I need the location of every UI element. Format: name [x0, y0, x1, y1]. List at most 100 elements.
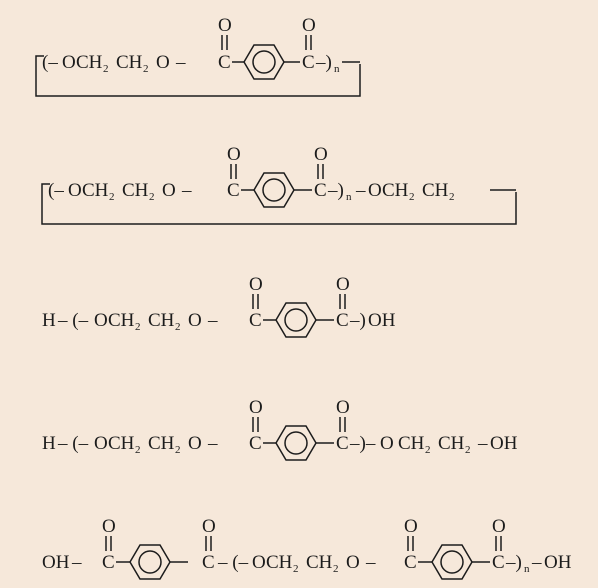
hydroxyl-group: OH — [368, 310, 396, 331]
atom-hydrogen: H — [42, 310, 56, 331]
ch2-group: CH — [76, 52, 103, 73]
subscript-2: 2 — [143, 63, 149, 75]
atom-oxygen: O — [188, 310, 202, 331]
carbonyl-oxygen: O — [302, 15, 316, 36]
carbonyl-carbon: C — [492, 552, 505, 573]
dash: – — [531, 552, 542, 573]
ch2-group: CH — [266, 552, 293, 573]
dash-paren: –)– — [349, 433, 376, 454]
ch2-group: CH — [122, 180, 149, 201]
subscript-2: 2 — [293, 563, 299, 575]
dash: – — [207, 433, 218, 454]
repeat-n: n — [524, 563, 530, 575]
atom-oxygen: O — [162, 180, 176, 201]
dash-paren: –) — [349, 310, 366, 331]
carbonyl-oxygen: O — [404, 516, 418, 537]
repeat-n: n — [334, 63, 340, 75]
ch2-group: CH — [382, 180, 409, 201]
carbonyl-oxygen: O — [249, 397, 263, 418]
dash: (– — [48, 180, 64, 201]
atom-oxygen: O — [68, 180, 82, 201]
carbonyl-oxygen: O — [336, 397, 350, 418]
atom-oxygen: O — [380, 433, 394, 454]
benzene-ring-icon — [253, 172, 295, 208]
dash: – — [175, 52, 186, 73]
dash: (– — [42, 52, 58, 73]
bracket-left — [41, 183, 50, 192]
dash: – — [71, 552, 82, 573]
atom-oxygen: O — [156, 52, 170, 73]
subscript-2: 2 — [425, 444, 431, 456]
structure-linear-h-oh: H – (– O CH 2 CH 2 O – O C O C –) OH — [42, 274, 396, 338]
carbonyl-oxygen: O — [492, 516, 506, 537]
dash-paren: – (– — [217, 552, 249, 573]
atom-hydrogen: H — [42, 433, 56, 454]
carbonyl-carbon: C — [202, 552, 215, 573]
dash-paren: –) — [315, 52, 332, 73]
carbonyl-carbon: C — [102, 552, 115, 573]
benzene-ring-icon — [243, 44, 285, 80]
carbonyl-oxygen: O — [227, 144, 241, 165]
dash-paren: – (– — [57, 310, 89, 331]
carbonyl-carbon: C — [249, 433, 262, 454]
ch2-group: CH — [398, 433, 425, 454]
dash: – — [207, 310, 218, 331]
hydroxyl-group: OH — [490, 433, 518, 454]
atom-oxygen: O — [188, 433, 202, 454]
ch2-group: CH — [438, 433, 465, 454]
hydroxyl-group: OH — [42, 552, 70, 573]
carbonyl-oxygen: O — [314, 144, 328, 165]
carbonyl-oxygen: O — [249, 274, 263, 295]
carbonyl-carbon: C — [227, 180, 240, 201]
ch2-group: CH — [108, 310, 135, 331]
ch2-group: CH — [116, 52, 143, 73]
ch2-group: CH — [148, 433, 175, 454]
benzene-ring-icon — [275, 425, 317, 461]
subscript-2: 2 — [175, 444, 181, 456]
dash-paren: –) — [505, 552, 522, 573]
structure-linear-h-glycol-end: H – (– O CH 2 CH 2 O – O C O C –)– O CH … — [42, 397, 518, 461]
atom-oxygen: O — [94, 433, 108, 454]
ring-closure-line — [41, 192, 517, 225]
hydroxyl-group: OH — [544, 552, 572, 573]
ch2-group: CH — [422, 180, 449, 201]
ch2-group: CH — [82, 180, 109, 201]
dash-paren: – (– — [57, 433, 89, 454]
dash: – — [365, 552, 376, 573]
subscript-2: 2 — [135, 321, 141, 333]
dash-paren: –) — [327, 180, 344, 201]
dash: – — [355, 180, 366, 201]
carbonyl-oxygen: O — [202, 516, 216, 537]
subscript-2: 2 — [135, 444, 141, 456]
subscript-2: 2 — [175, 321, 181, 333]
structure-linear-acid-end: OH – O C O C – (– O CH 2 CH 2 O – O C — [42, 516, 572, 580]
carbonyl-oxygen: O — [102, 516, 116, 537]
subscript-2: 2 — [149, 191, 155, 203]
atom-oxygen: O — [94, 310, 108, 331]
structure-cyclic-oligomer-1: (– O CH 2 CH 2 O – O C O C –) n — [35, 15, 361, 97]
subscript-2: 2 — [333, 563, 339, 575]
benzene-ring-icon — [275, 302, 317, 338]
subscript-2: 2 — [449, 191, 455, 203]
subscript-2: 2 — [103, 63, 109, 75]
dash: – — [477, 433, 488, 454]
ring-closure-line — [35, 64, 361, 97]
carbonyl-oxygen: O — [336, 274, 350, 295]
carbonyl-carbon: C — [336, 310, 349, 331]
carbonyl-carbon: C — [302, 52, 315, 73]
repeat-n: n — [346, 191, 352, 203]
carbonyl-carbon: C — [249, 310, 262, 331]
carbonyl-carbon: C — [314, 180, 327, 201]
benzene-ring-icon — [431, 544, 473, 580]
atom-oxygen: O — [252, 552, 266, 573]
carbonyl-oxygen: O — [218, 15, 232, 36]
ch2-group: CH — [306, 552, 333, 573]
dash: – — [181, 180, 192, 201]
subscript-2: 2 — [409, 191, 415, 203]
atom-oxygen: O — [346, 552, 360, 573]
structure-cyclic-oligomer-2: (– O CH 2 CH 2 O – O C O C –) n – O CH 2… — [41, 144, 517, 225]
atom-oxygen: O — [368, 180, 382, 201]
atom-oxygen: O — [62, 52, 76, 73]
